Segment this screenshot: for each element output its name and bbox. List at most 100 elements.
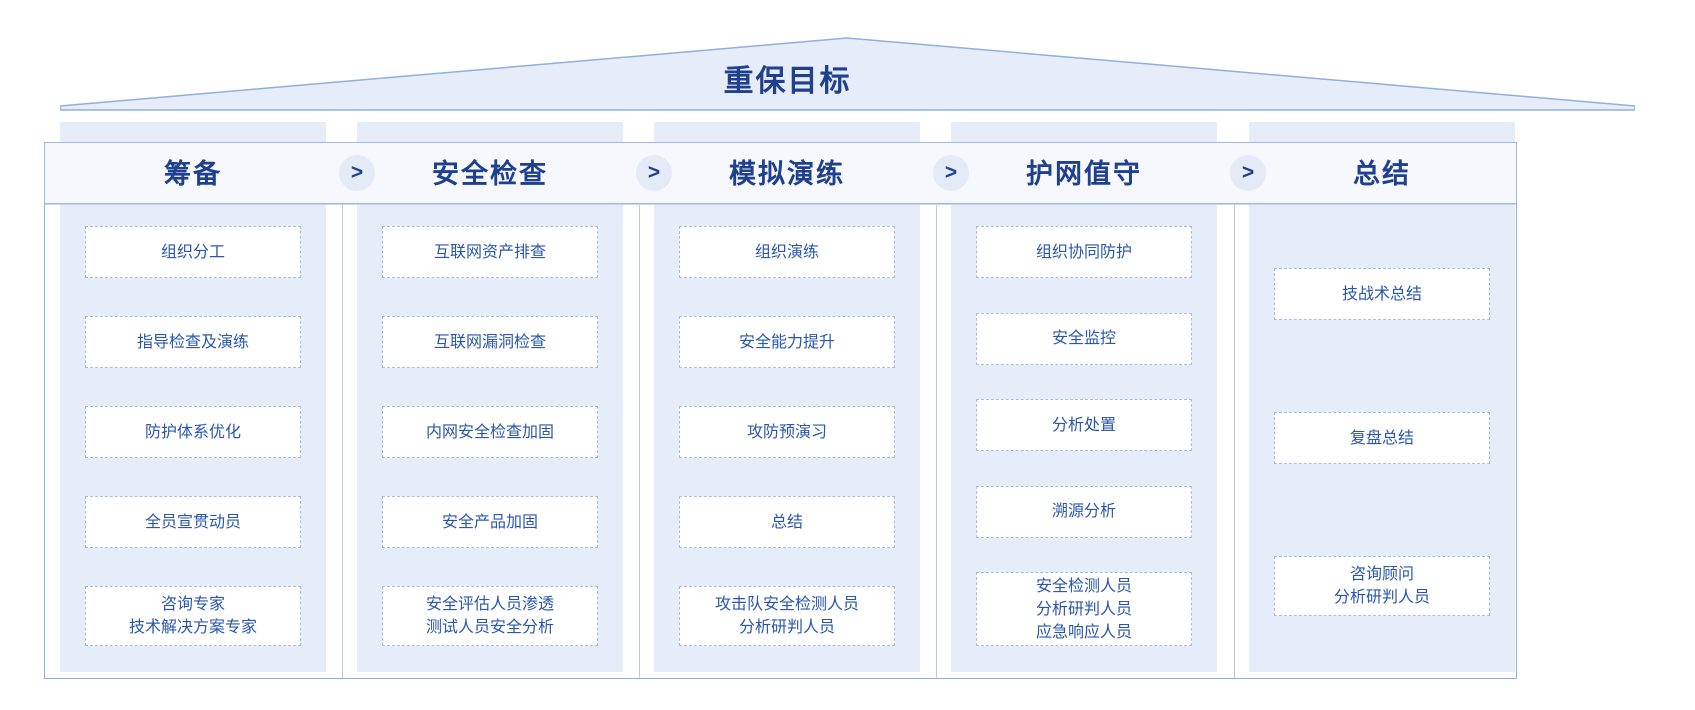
task-card-text: 安全评估人员渗透测试人员安全分析 [383,593,597,639]
task-card-text: 组织分工 [86,241,300,264]
task-card-line: 防护体系优化 [144,423,241,441]
task-card[interactable]: 攻击队安全检测人员分析研判人员 [679,586,895,646]
task-card-line: 互联网资产排查 [433,243,546,261]
stage-title-1[interactable]: 筹备 [164,159,222,189]
task-card-text: 攻防预演习 [680,421,894,444]
chevron-right-icon: > [1230,155,1266,191]
task-card-line: 组织演练 [754,243,819,261]
task-card-text: 内网安全检查加固 [383,421,597,444]
task-card[interactable]: 内网安全检查加固 [382,406,598,458]
task-card-line: 安全能力提升 [738,333,835,351]
roof-shape [60,36,1635,112]
task-card-line: 全员宣贯动员 [144,513,241,531]
task-card[interactable]: 互联网资产排查 [382,226,598,278]
task-card-line: 应急响应人员 [1035,623,1132,641]
task-card-line: 分析研判人员 [1333,589,1430,606]
task-card[interactable]: 总结 [679,496,895,548]
task-card-line: 组织分工 [160,243,225,261]
task-card-text: 分析处置 [977,414,1191,437]
task-card-text: 总结 [680,511,894,534]
task-card-line: 攻击队安全检测人员 [714,596,859,613]
stage-title-3[interactable]: 模拟演练 [729,159,845,189]
task-card[interactable]: 防护体系优化 [85,406,301,458]
task-card[interactable]: 全员宣贯动员 [85,496,301,548]
task-card-text: 组织协同防护 [977,241,1191,264]
task-card-text: 复盘总结 [1275,427,1489,450]
column-separator [936,204,937,678]
chevron-right-icon: > [933,155,969,191]
task-card-line: 测试人员安全分析 [425,619,554,636]
stage-column-2: 互联网资产排查互联网漏洞检查内网安全检查加固安全产品加固安全评估人员渗透测试人员… [357,212,623,672]
stage-column-1: 组织分工指导检查及演练防护体系优化全员宣贯动员咨询专家技术解决方案专家 [60,212,326,672]
task-card-line: 总结 [770,513,803,531]
task-card-line: 攻防预演习 [746,423,827,441]
task-card[interactable]: 互联网漏洞检查 [382,316,598,368]
task-card-text: 互联网漏洞检查 [383,331,597,354]
task-card-line: 技术解决方案专家 [128,619,257,636]
task-card[interactable]: 安全检测人员分析研判人员应急响应人员 [976,572,1192,646]
task-card-line: 咨询顾问 [1349,566,1414,583]
task-card-text: 安全产品加固 [383,511,597,534]
baseline [44,678,1517,679]
task-card-line: 分析研判人员 [738,619,835,636]
task-card[interactable]: 组织协同防护 [976,226,1192,278]
task-card[interactable]: 攻防预演习 [679,406,895,458]
task-card[interactable]: 指导检查及演练 [85,316,301,368]
stage-title-5[interactable]: 总结 [1353,159,1411,189]
column-separator [342,204,343,678]
task-card-line: 技战术总结 [1341,285,1422,303]
task-card[interactable]: 技战术总结 [1274,268,1490,320]
task-card-line: 复盘总结 [1349,429,1414,447]
column-separator [639,204,640,678]
task-card-text: 溯源分析 [977,500,1191,523]
task-card-text: 技战术总结 [1275,283,1489,306]
task-card[interactable]: 组织分工 [85,226,301,278]
task-card-line: 溯源分析 [1051,503,1116,520]
task-card-line: 互联网漏洞检查 [433,333,546,351]
task-card-text: 指导检查及演练 [86,331,300,354]
stage-column-4: 组织协同防护安全监控分析处置溯源分析安全检测人员分析研判人员应急响应人员 [951,212,1217,672]
task-card-text: 防护体系优化 [86,421,300,444]
stage-header-band [44,142,1517,204]
task-card-text: 互联网资产排查 [383,241,597,264]
column-separator [1234,204,1235,678]
task-card[interactable]: 安全产品加固 [382,496,598,548]
task-card-text: 咨询顾问分析研判人员 [1275,563,1489,609]
task-card[interactable]: 安全能力提升 [679,316,895,368]
task-card-text: 攻击队安全检测人员分析研判人员 [680,593,894,639]
task-card-line: 安全评估人员渗透 [425,596,554,613]
chevron-right-icon: > [339,155,375,191]
task-card-line: 咨询专家 [160,596,225,613]
task-card[interactable]: 安全监控 [976,312,1192,365]
task-card[interactable]: 咨询专家技术解决方案专家 [85,586,301,646]
left-rail [44,204,45,678]
task-card[interactable]: 复盘总结 [1274,412,1490,464]
chevron-right-icon: > [636,155,672,191]
task-card-line: 内网安全检查加固 [425,423,554,441]
task-card-text: 安全检测人员分析研判人员应急响应人员 [977,575,1191,644]
task-card-text: 安全能力提升 [680,331,894,354]
stage-column-3: 组织演练安全能力提升攻防预演习总结攻击队安全检测人员分析研判人员 [654,212,920,672]
stage-column-block [60,122,326,672]
task-card-line: 组织协同防护 [1035,243,1132,261]
task-card-line: 分析处置 [1051,416,1116,434]
stage-title-4[interactable]: 护网值守 [1026,159,1142,189]
task-card[interactable]: 安全评估人员渗透测试人员安全分析 [382,586,598,646]
task-card[interactable]: 咨询顾问分析研判人员 [1274,556,1490,616]
task-card[interactable]: 溯源分析 [976,485,1192,538]
task-card-line: 分析研判人员 [1035,600,1132,618]
task-card-line: 安全检测人员 [1035,577,1132,595]
task-card-line: 指导检查及演练 [136,333,249,351]
stage-title-2[interactable]: 安全检查 [432,159,548,189]
task-card-line: 安全监控 [1051,330,1116,347]
task-card-text: 组织演练 [680,241,894,264]
task-card-text: 全员宣贯动员 [86,511,300,534]
task-card[interactable]: 分析处置 [976,399,1192,451]
task-card-text: 咨询专家技术解决方案专家 [86,593,300,639]
right-rail [1516,204,1517,678]
task-card[interactable]: 组织演练 [679,226,895,278]
task-card-line: 安全产品加固 [441,513,538,531]
stage-column-block [357,122,623,672]
stage-column-block [654,122,920,672]
